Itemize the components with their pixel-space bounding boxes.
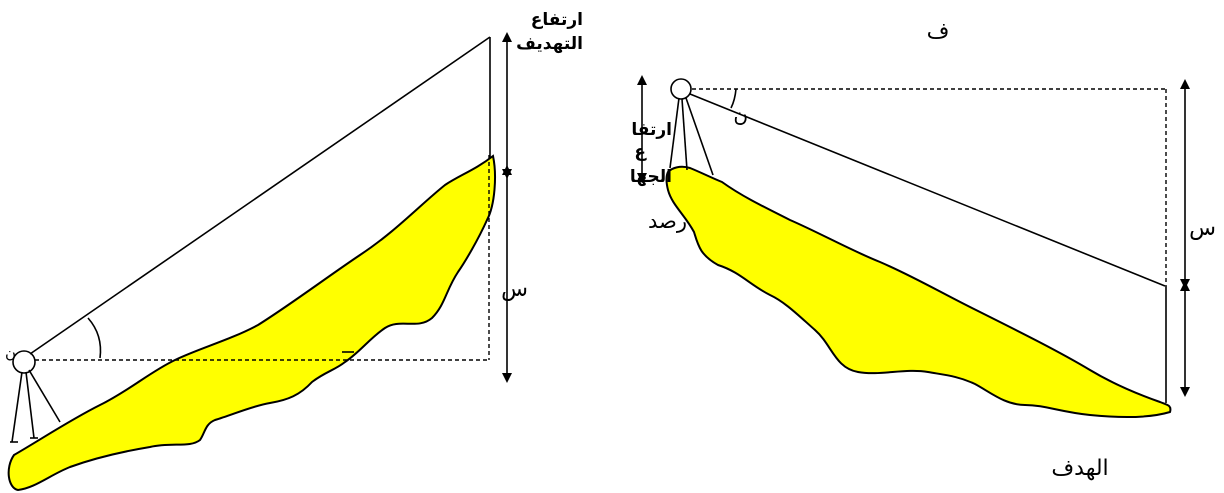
right-tripod-leg	[669, 97, 680, 169]
right-observation-label: رصد	[648, 209, 687, 233]
right-n-label: ن	[733, 103, 748, 127]
left-angle-arc	[87, 317, 102, 359]
right-figure: ف ن س ارتفا ع الجها رصد الهدف	[630, 19, 1216, 481]
right-instrument-height-label-2: ع	[634, 142, 647, 162]
right-instrument-height-label-1: ارتفا	[631, 120, 672, 140]
right-tripod-leg	[681, 98, 688, 171]
right-tripod-leg	[685, 97, 714, 176]
right-instrument-height-label-3: الجها	[630, 167, 672, 187]
left-sight-line	[29, 36, 491, 355]
right-s-label: س	[1189, 216, 1216, 241]
right-sight-line	[689, 93, 1166, 287]
left-ground-shape	[7, 154, 496, 492]
right-target-label: الهدف	[1051, 456, 1108, 481]
left-tripod-leg	[25, 371, 35, 439]
left-figure: ارتفاع التهديف س ن	[5, 10, 583, 492]
right-angle-arc	[730, 88, 737, 109]
left-n-label: ن	[5, 344, 16, 362]
right-ground-shape	[665, 165, 1172, 418]
right-f-label: ف	[927, 19, 950, 44]
left-s-label: س	[501, 277, 528, 302]
left-target-height-label-1: ارتفاع	[531, 10, 583, 30]
left-tripod-leg	[28, 369, 61, 423]
left-target-height-label-2: التهديف	[516, 34, 583, 54]
left-instrument-head	[12, 350, 36, 374]
right-instrument-head	[670, 78, 692, 100]
left-tripod-leg	[11, 371, 23, 443]
